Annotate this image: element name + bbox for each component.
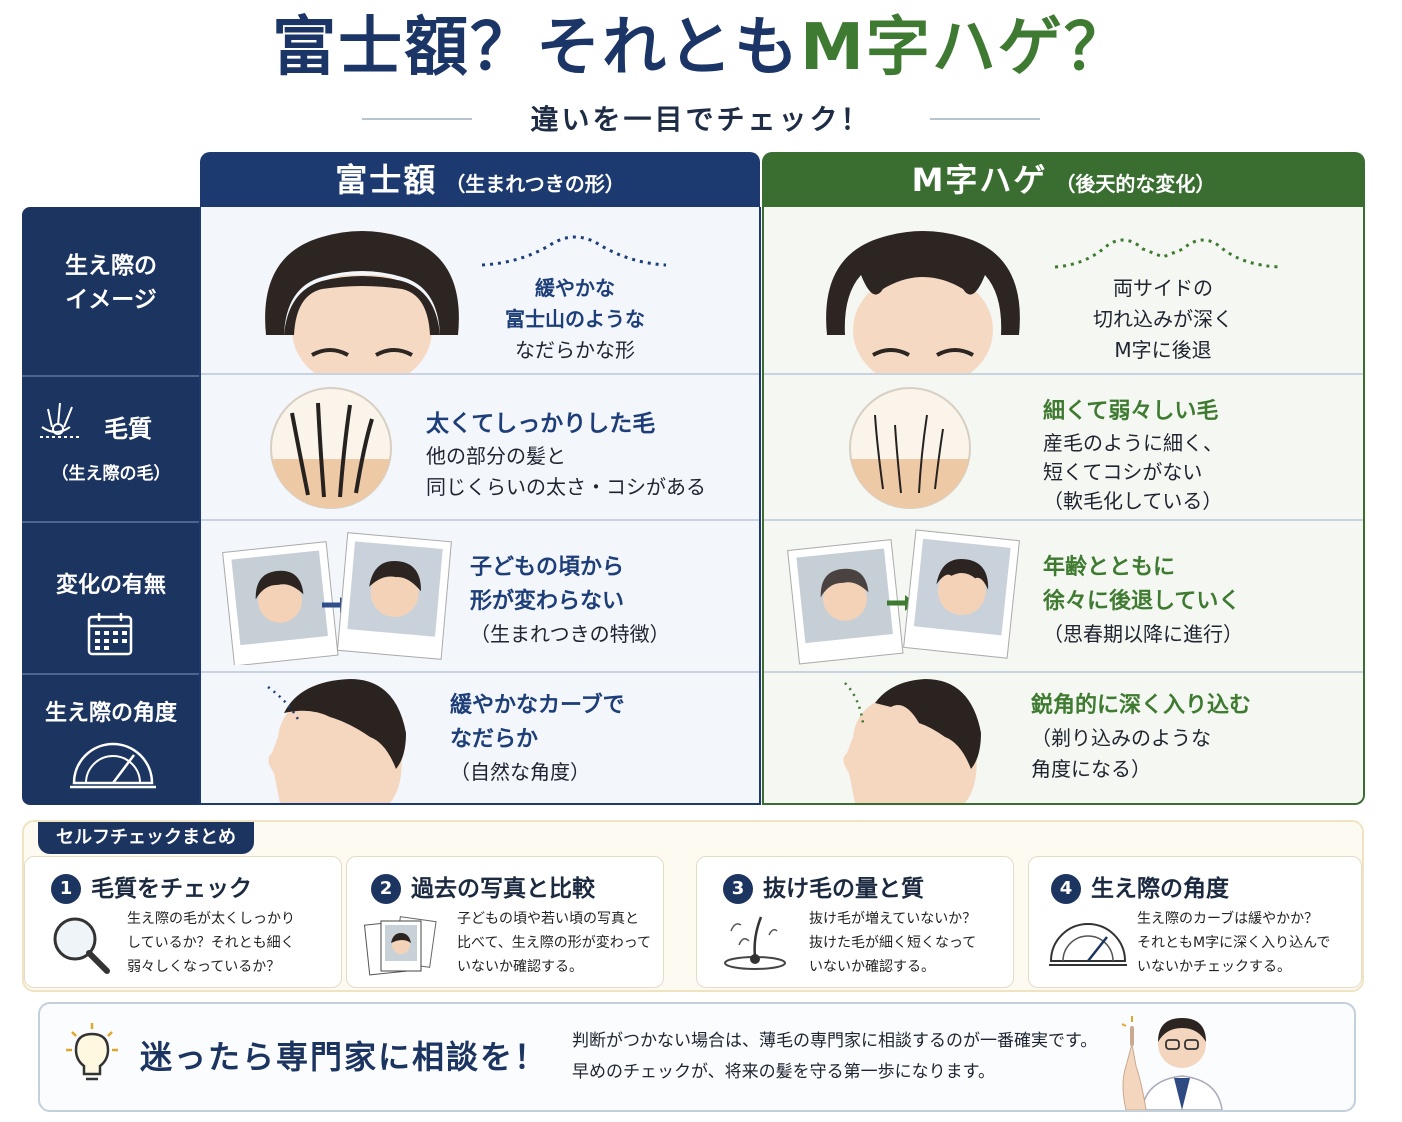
- card-title: 毛質をチェック: [91, 876, 252, 902]
- fuji-hairline-cell: 緩やかな 富士山のような なだらかな形: [200, 207, 761, 375]
- divider: [362, 118, 472, 120]
- m-change-desc-2: 徐々に後退していく: [1043, 589, 1241, 614]
- fuji-quality-desc-1: 太くてしっかりした毛: [426, 411, 656, 437]
- title-part-2: M字ハゲ？: [800, 11, 1130, 85]
- m-hairline-cell: 両サイドの 切れ込みが深く M字に後退: [763, 207, 1363, 375]
- fuji-angle-cell: 緩やかなカーブで なだらか （自然な角度）: [200, 673, 761, 803]
- m-angle-desc-3: 角度になる）: [1031, 757, 1151, 781]
- m-hairline-desc-3: M字に後退: [1114, 338, 1212, 362]
- fuji-hairline-desc-3: なだらかな形: [515, 338, 635, 362]
- fuji-angle-desc-1: 緩やかなカーブで: [450, 693, 625, 718]
- fuji-angle-desc-3: （自然な角度）: [450, 760, 590, 784]
- card-title: 抜け毛の量と質: [763, 876, 924, 902]
- photo-comparison-illustration: [222, 532, 452, 665]
- summary-tag: セルフチェックまとめ: [38, 822, 254, 854]
- m-change-desc-3: （思春期以降に進行）: [1043, 622, 1243, 646]
- m-quality-desc-3: 短くてコシがない: [1043, 460, 1203, 484]
- fuji-hairline-desc-2: 富士山のような: [505, 307, 645, 331]
- fuji-quality-desc-3: 同じくらいの太さ・コシがある: [426, 475, 706, 499]
- fuji-quality-cell: 太くてしっかりした毛 他の部分の髪と 同じくらいの太さ・コシがある: [200, 375, 761, 521]
- fuji-change-cell: 子どもの頃から 形が変わらない （生まれつきの特徴）: [200, 521, 761, 673]
- fuji-hairline-desc-1: 緩やかな: [535, 276, 615, 300]
- title-part-1: 富士額？それとも: [272, 11, 801, 85]
- m-hairline-desc-2: 切れ込みが深く: [1093, 307, 1233, 331]
- consult-banner: [38, 1002, 1356, 1112]
- consult-text: 判断がつかない場合は、薄毛の専門家に相談するのが一番確実です。 早めのチェックが…: [572, 1031, 1098, 1082]
- divider: [930, 118, 1040, 120]
- face-front-fuji-illustration: [265, 231, 459, 373]
- card-title: 生え際の角度: [1091, 876, 1229, 902]
- m-angle-desc-2: （剃り込みのような: [1031, 726, 1211, 750]
- hair-follicle-icon: [40, 402, 80, 438]
- m-quality-desc-1: 細くて弱々しい毛: [1043, 399, 1219, 424]
- step-number: 2: [371, 874, 401, 904]
- fuji-quality-desc-2: 他の部分の髪と: [426, 444, 566, 468]
- m-hairline-desc-1: 両サイドの: [1113, 276, 1213, 300]
- row-label-hair-quality: 毛質 （生え際の毛）: [22, 375, 200, 521]
- row-label-angle: 生え際の角度: [22, 673, 200, 805]
- m-curve-icon: [1054, 238, 1280, 269]
- m-angle-desc-1: 鋭角的に深く入り込む: [1031, 693, 1252, 718]
- fuji-change-desc-2: 形が変わらない: [470, 589, 625, 614]
- m-quality-desc-4: （軟毛化している）: [1043, 489, 1223, 513]
- protractor-icon: [1049, 923, 1127, 966]
- page-subtitle: 違いを一目でチェック！: [530, 103, 872, 136]
- fuji-change-desc-1: 子どもの頃から: [470, 555, 625, 580]
- profile-m-illustration: [843, 679, 981, 803]
- profile-fuji-illustration: [267, 679, 406, 803]
- lightbulb-icon: [66, 1023, 118, 1081]
- step-number: 4: [1051, 874, 1081, 904]
- page-title: 富士額？それともM字ハゲ？: [0, 8, 1402, 88]
- photos-icon: [363, 916, 437, 976]
- m-change-desc-1: 年齢とともに: [1043, 555, 1176, 580]
- m-change-cell: 年齢とともに 徐々に後退していく （思春期以降に進行）: [763, 521, 1363, 673]
- step-number: 3: [723, 874, 753, 904]
- thin-hair-closeup-illustration: [849, 387, 971, 509]
- m-quality-cell: 細くて弱々しい毛 産毛のように細く、 短くてコシがない （軟毛化している）: [763, 375, 1363, 521]
- magnifier-icon: [53, 917, 110, 974]
- thick-hair-closeup-illustration: [270, 387, 392, 509]
- consult-title: 迷ったら専門家に相談を！: [140, 1038, 549, 1076]
- fuji-change-desc-3: （生まれつきの特徴）: [470, 622, 670, 646]
- calendar-icon: [87, 613, 133, 656]
- hair-follicle-icon: [724, 916, 786, 970]
- protractor-icon: [70, 742, 156, 789]
- card-title: 過去の写真と比較: [411, 876, 595, 902]
- column-header-m: M字ハゲ（後天的な変化）: [762, 152, 1365, 208]
- m-quality-desc-2: 産毛のように細く、: [1043, 431, 1223, 455]
- doctor-illustration: [1121, 1016, 1223, 1110]
- m-angle-cell: 鋭角的に深く入り込む （剃り込みのような 角度になる）: [763, 673, 1363, 803]
- face-front-m-illustration: [826, 231, 1020, 373]
- column-header-fuji: 富士額（生まれつきの形）: [200, 152, 760, 208]
- photo-comparison-m-illustration: [787, 529, 1020, 665]
- fuji-curve-icon: [481, 235, 667, 267]
- row-label-change: 変化の有無: [22, 521, 200, 673]
- step-number: 1: [51, 874, 81, 904]
- row-label-hairline-image: 生え際のイメージ: [22, 207, 200, 375]
- fuji-angle-desc-2: なだらか: [450, 727, 539, 752]
